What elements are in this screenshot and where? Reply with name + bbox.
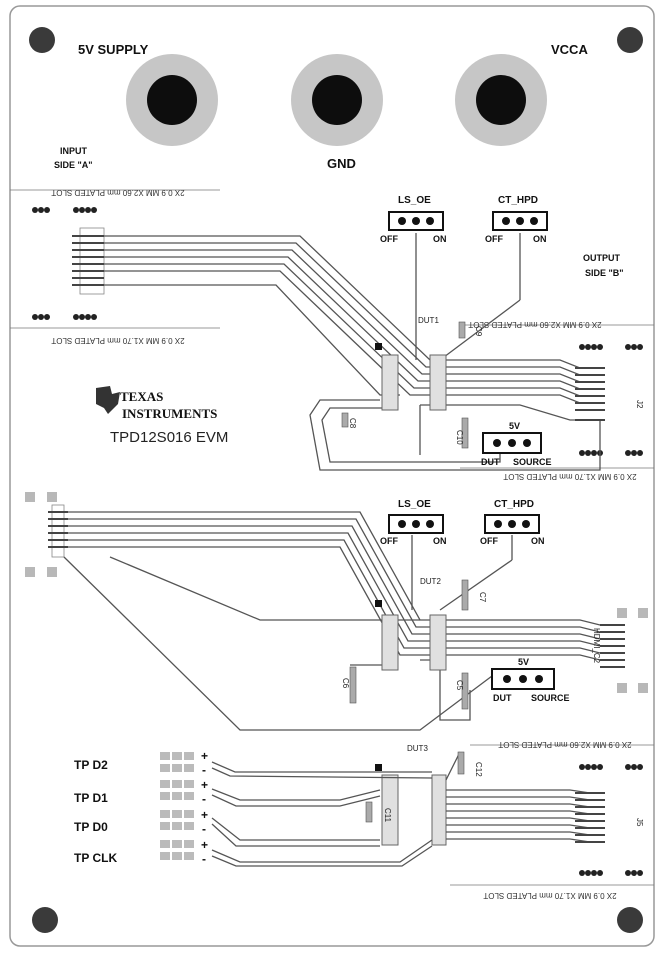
slot-label-6: 2X 0.9 MM X1.70 mm PLATED SLOT <box>483 891 616 900</box>
tp-d1-label: TP D1 <box>74 791 108 805</box>
cap-c5-label: C5 <box>455 680 464 691</box>
jumper-ct-hpd-2[interactable] <box>484 514 540 534</box>
svg-text:-: - <box>202 822 206 836</box>
cap-c6-group: C6 <box>341 666 357 704</box>
mounting-hole-bottom-right <box>617 907 643 933</box>
ls-oe-label-1: LS_OE <box>398 195 431 206</box>
test-point-group: TP D2 TP D1 TP D0 TP CLK <box>74 758 117 865</box>
dut3-label: DUT3 <box>407 744 428 753</box>
svg-text:-: - <box>202 763 206 777</box>
label-5v-supply: 5V SUPPLY <box>78 42 149 57</box>
test-point-pads[interactable] <box>160 752 194 860</box>
cap-c11-label: C11 <box>383 808 392 823</box>
input-connector-2 <box>48 504 68 558</box>
ct-hpd-on-2: ON <box>531 536 545 546</box>
input-side-line2: SIDE "A" <box>54 160 93 170</box>
tp-d0-label: TP D0 <box>74 820 108 834</box>
jumper-5v-label-1: 5V <box>509 421 520 431</box>
jumper-5v-1[interactable] <box>482 432 542 454</box>
board-outline <box>9 5 655 947</box>
dut1-label: DUT1 <box>418 316 439 325</box>
input-side-line1: INPUT <box>60 146 88 156</box>
cap-c11-group: C11 <box>365 801 392 823</box>
ls-oe-on-2: ON <box>433 536 447 546</box>
test-point-polarity: + - + - + - + - <box>201 749 208 866</box>
cap-c9-label: C9 <box>474 326 483 337</box>
svg-text:-: - <box>202 852 206 866</box>
slot-label-3: 2X 0.9 MM X2.60 mm PLATED SLOT <box>468 320 601 329</box>
svg-text:+: + <box>201 778 208 792</box>
edge-pads <box>32 207 643 876</box>
cap-c8-label: C8 <box>348 418 357 429</box>
jack-vcca[interactable] <box>455 54 547 146</box>
ti-logo-line1: TEXAS <box>120 389 163 404</box>
cap-c10-group: C10 <box>455 417 469 449</box>
output-side-line1: OUTPUT <box>583 253 621 263</box>
svg-text:-: - <box>202 792 206 806</box>
board-name: TPD12S016 EVM <box>110 429 228 446</box>
jumper-ls-oe-1[interactable] <box>388 211 444 231</box>
ls-oe-off-1: OFF <box>380 234 398 244</box>
ct-hpd-off-1: OFF <box>485 234 503 244</box>
jumper-dut-label-2: DUT <box>493 693 512 703</box>
ls-oe-label-2: LS_OE <box>398 499 431 510</box>
jumper-5v-label-2: 5V <box>518 657 529 667</box>
jack-5v-supply[interactable] <box>126 54 218 146</box>
cap-c7-group: C7 <box>461 579 487 611</box>
mounting-hole-bottom-left <box>32 907 58 933</box>
slot-label-4: 2X 0.9 MM X1.70 mm PLATED SLOT <box>503 472 636 481</box>
ti-logo-icon <box>96 386 120 414</box>
jack-gnd[interactable] <box>291 54 383 146</box>
jumper-5v-2[interactable] <box>491 668 555 690</box>
cap-c8-group: C8 <box>341 412 357 429</box>
slot-label-2: 2X 0.9 MM X1.70 mm PLATED SLOT <box>51 336 184 345</box>
slot-group: 2X 0.9 MM X2.60 mm PLATED SLOT 2X 0.9 MM… <box>10 188 654 900</box>
hdmi-label: HDMI_C2 <box>592 628 601 664</box>
jumper-source-label-1: SOURCE <box>513 457 552 467</box>
jumper-dut-label-1: DUT <box>481 457 500 467</box>
output-connector-j2 <box>575 367 605 421</box>
mounting-hole-top-right <box>617 27 643 53</box>
svg-text:+: + <box>201 838 208 852</box>
cap-c12-label: C12 <box>474 762 483 777</box>
ic-dut2 <box>375 600 447 671</box>
cap-c6-label: C6 <box>341 678 350 689</box>
cap-c7-label: C7 <box>478 592 487 603</box>
mounting-hole-top-left <box>29 27 55 53</box>
input-connector-1 <box>72 227 105 295</box>
dut2-label: DUT2 <box>420 577 441 586</box>
ls-oe-off-2: OFF <box>380 536 398 546</box>
svg-text:+: + <box>201 808 208 822</box>
ti-logo: TEXAS INSTRUMENTS TPD12S016 EVM <box>96 386 228 446</box>
jumper-source-label-2: SOURCE <box>531 693 570 703</box>
ti-logo-line2: INSTRUMENTS <box>122 406 217 421</box>
tp-d2-label: TP D2 <box>74 758 108 772</box>
j2-label: J2 <box>635 400 644 409</box>
ct-hpd-label-1: CT_HPD <box>498 195 538 206</box>
tp-clk-label: TP CLK <box>74 851 117 865</box>
ic-dut3 <box>375 764 447 846</box>
cap-c5-group: C5 <box>455 672 469 710</box>
ct-hpd-on-1: ON <box>533 234 547 244</box>
hdmi-connector <box>600 624 625 668</box>
output-connector-j5 <box>575 792 605 843</box>
j5-label: J5 <box>635 818 644 827</box>
svg-text:+: + <box>201 749 208 763</box>
label-gnd: GND <box>327 156 356 171</box>
slot-label-5: 2X 0.9 MM X2.60 mm PLATED SLOT <box>498 740 631 749</box>
jumper-ls-oe-2[interactable] <box>388 514 444 534</box>
label-vcca: VCCA <box>551 42 588 57</box>
jumper-ct-hpd-1[interactable] <box>492 211 548 231</box>
ct-hpd-off-2: OFF <box>480 536 498 546</box>
output-side-line2: SIDE "B" <box>585 268 624 278</box>
ic-dut1 <box>375 343 447 411</box>
cap-c9-group: C9 <box>458 321 483 339</box>
cap-c12-group: C12 <box>457 751 483 777</box>
cap-c10-label: C10 <box>455 430 464 445</box>
slot-label-1: 2X 0.9 MM X2.60 mm PLATED SLOT <box>51 188 184 197</box>
ct-hpd-label-2: CT_HPD <box>494 499 534 510</box>
hdmi-pads <box>25 492 648 693</box>
ls-oe-on-1: ON <box>433 234 447 244</box>
